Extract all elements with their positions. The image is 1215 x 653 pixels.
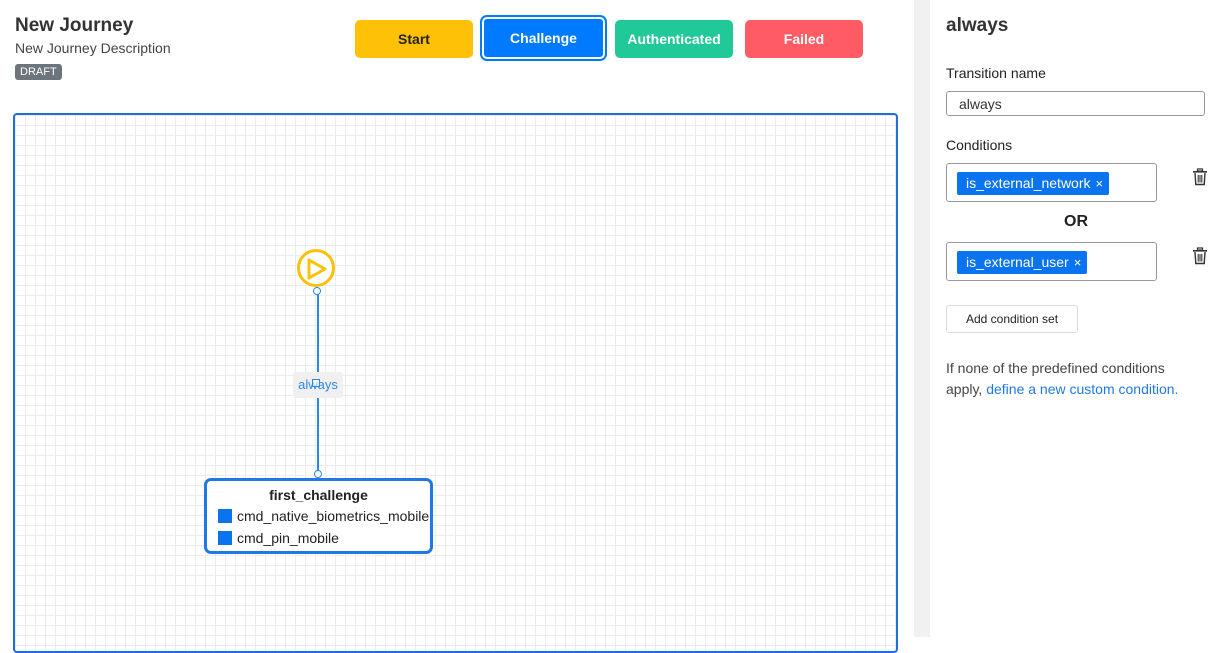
journey-title: New Journey [15,15,134,36]
challenge-node[interactable]: first_challenge cmd_native_biometrics_mo… [204,478,433,554]
method-label: cmd_pin_mobile [237,529,339,546]
start-node[interactable] [297,249,335,287]
method-label: cmd_native_biometrics_mobile [237,507,430,524]
failed-node-button[interactable]: Failed [745,20,863,58]
remove-chip-icon[interactable]: × [1095,176,1104,191]
start-node-button[interactable]: Start [355,20,473,58]
journey-canvas[interactable]: always first_challenge cmd_native_biomet… [13,113,898,653]
method-square-icon [218,508,232,523]
panel-title: always [946,15,1009,36]
trash-icon[interactable] [1192,247,1208,265]
panel-divider [914,0,930,637]
add-condition-set-button[interactable]: Add condition set [946,305,1078,333]
condition-chip-label: is_external_user [966,254,1069,270]
condition-set-input[interactable]: is_external_user × [946,242,1157,281]
custom-condition-link[interactable]: define a new custom condition. [986,381,1179,397]
edge-target-handle[interactable] [314,470,322,478]
journey-description: New Journey Description [15,40,171,56]
condition-chip: is_external_network × [957,172,1110,195]
method-item: cmd_pin_mobile [218,528,430,547]
edge-midpoint-handle[interactable] [312,379,320,387]
challenge-node-button[interactable]: Challenge [482,17,605,59]
remove-chip-icon[interactable]: × [1073,255,1082,270]
transition-name-label: Transition name [946,65,1046,81]
method-square-icon [218,530,232,545]
condition-chip-label: is_external_network [966,175,1091,191]
or-separator: OR [1064,213,1088,230]
edge-source-handle[interactable] [313,287,321,295]
challenge-node-title: first_challenge [269,487,368,503]
condition-set-input[interactable]: is_external_network × [946,163,1157,202]
transition-name-input[interactable] [946,91,1205,116]
status-badge: DRAFT [15,64,62,80]
trash-icon[interactable] [1192,168,1208,186]
help-text-body: If none of the predefined conditions app… [946,360,1165,397]
conditions-label: Conditions [946,137,1013,153]
help-text: If none of the predefined conditions app… [946,358,1196,400]
method-item: cmd_native_biometrics_mobile [218,506,430,525]
play-icon [307,258,327,280]
authenticated-node-button[interactable]: Authenticated [615,20,733,58]
condition-chip: is_external_user × [957,251,1088,274]
